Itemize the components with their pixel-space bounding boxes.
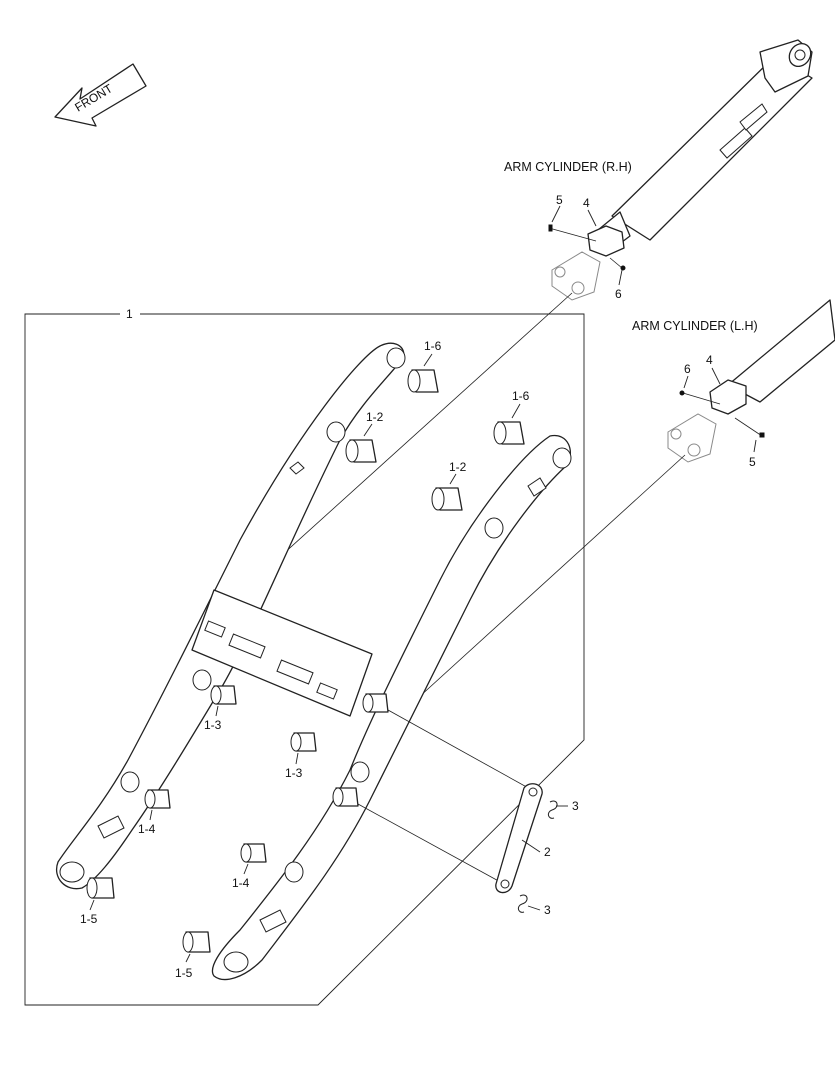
callout-3-top: 3 [572, 799, 579, 813]
callout-1-2-left: 1-2 [366, 410, 384, 424]
bush-1-3-right: 1-3 [285, 732, 317, 780]
callout-6-rh: 6 [615, 287, 622, 301]
bushings: 1-6 1-2 1-6 1-2 1-3 [80, 339, 530, 980]
arm-frame [56, 342, 572, 981]
callout-4-rh: 4 [583, 196, 590, 210]
callout-1-4-right: 1-4 [232, 876, 250, 890]
front-arrow-icon: FRONT [54, 63, 147, 127]
bush-1-2-right: 1-2 [431, 460, 467, 511]
callout-1-3-left: 1-3 [204, 718, 222, 732]
bush-1-4-right: 1-4 [232, 843, 267, 890]
bush-1-4-left: 1-4 [138, 789, 171, 836]
arm-cylinder-lh-label: ARM CYLINDER (L.H) [632, 319, 758, 333]
bush-1-5-right: 1-5 [175, 931, 211, 980]
callout-1-6-left: 1-6 [424, 339, 442, 353]
arm-cylinder-rh: ARM CYLINDER (R.H) 5 4 6 [239, 39, 813, 594]
assembly-boundary: 1 [24, 307, 585, 1006]
callout-1-3-right: 1-3 [285, 766, 303, 780]
link-assembly: 2 3 3 [332, 693, 579, 917]
bush-1-6-right: 1-6 [493, 389, 530, 445]
bush-1-3-left: 1-3 [204, 685, 237, 732]
callout-1-6-right: 1-6 [512, 389, 530, 403]
callout-1: 1 [126, 307, 133, 321]
arm-cylinder-lh: ARM CYLINDER (L.H) 6 4 5 [384, 299, 835, 729]
callout-5-lh: 5 [749, 455, 756, 469]
callout-1-4-left: 1-4 [138, 822, 156, 836]
callout-5-rh: 5 [556, 193, 563, 207]
callout-6-lh: 6 [684, 362, 691, 376]
callout-1-5-right: 1-5 [175, 966, 193, 980]
callout-1-5-left: 1-5 [80, 912, 98, 926]
callout-1-2-right: 1-2 [449, 460, 467, 474]
callout-2: 2 [544, 845, 551, 859]
bush-1-2-left: 1-2 [345, 410, 384, 463]
bush-1-5-left: 1-5 [80, 877, 115, 926]
arm-cylinder-rh-label: ARM CYLINDER (R.H) [504, 160, 632, 174]
callout-3-bottom: 3 [544, 903, 551, 917]
callout-4-lh: 4 [706, 353, 713, 367]
bush-1-6-left: 1-6 [407, 339, 442, 393]
